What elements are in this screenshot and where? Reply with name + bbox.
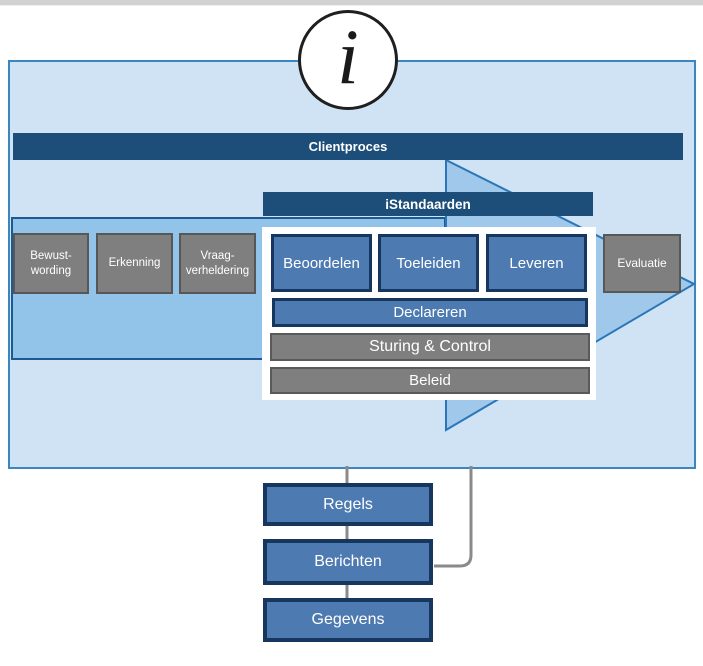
step-box-toeleiden: Toeleiden (378, 234, 479, 292)
step-label: Toeleiden (396, 254, 461, 272)
step-box-evaluatie: Evaluatie (603, 234, 681, 293)
step-label: Beoordelen (283, 254, 360, 272)
window-edge-strip (0, 0, 703, 6)
layer-declareren: Declareren (272, 298, 588, 327)
step-label: Vraag-verheldering (185, 250, 250, 277)
box-regels: Regels (263, 483, 433, 526)
box-berichten: Berichten (263, 539, 433, 585)
istandaarden-label: iStandaarden (385, 196, 471, 212)
info-icon: i (298, 10, 398, 110)
layer-label: Beleid (409, 372, 451, 389)
step-box-beoordelen: Beoordelen (271, 234, 372, 292)
step-box-erkenning: Erkenning (96, 233, 173, 294)
istandaarden-bar: iStandaarden (263, 192, 593, 216)
step-box-leveren: Leveren (486, 234, 587, 292)
layer-label: Declareren (393, 304, 467, 321)
step-box-bewustwording: Bewust-wording (13, 233, 89, 294)
box-label: Berichten (314, 553, 382, 570)
layer-sturing-control: Sturing & Control (270, 333, 590, 361)
clientproces-label: Clientproces (308, 139, 388, 154)
step-label: Evaluatie (617, 256, 667, 270)
step-label: Erkenning (108, 257, 161, 270)
connector-container-to-berichten (434, 466, 473, 568)
layer-label: Sturing & Control (369, 338, 491, 355)
box-label: Regels (323, 495, 373, 513)
step-label: Leveren (509, 254, 564, 272)
box-gegevens: Gegevens (263, 598, 433, 642)
box-label: Gegevens (311, 611, 385, 628)
step-label: Bewust-wording (30, 250, 72, 277)
clientproces-bar: Clientproces (13, 133, 683, 160)
info-icon-glyph: i (337, 13, 359, 100)
step-box-vraagverheldering: Vraag-verheldering (179, 233, 256, 294)
layer-beleid: Beleid (270, 367, 590, 394)
